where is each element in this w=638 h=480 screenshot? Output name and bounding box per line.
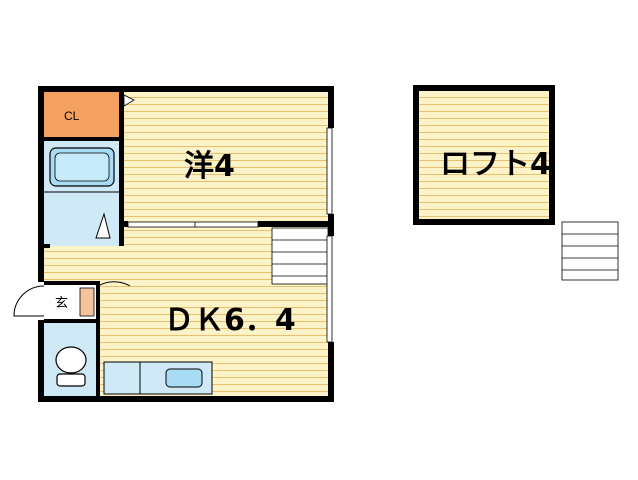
window-dining-kitchen: [326, 235, 333, 343]
loft-unit: ロフト4: [413, 85, 619, 281]
kitchen-sink-icon: [165, 368, 203, 388]
window-western-room: [326, 127, 333, 215]
loft-ladder: [271, 227, 329, 285]
entrance-door-swing: [13, 285, 45, 317]
western-room-label: 洋4: [184, 149, 235, 184]
western-room-floor: [120, 92, 330, 222]
sliding-door: [127, 221, 259, 228]
closet-label: CL: [64, 109, 80, 123]
entrance-label: 玄: [55, 296, 68, 311]
toilet-tank-icon: [56, 373, 86, 387]
interior-door-swing: [97, 281, 131, 287]
main-unit: CL 玄: [13, 86, 334, 402]
sink-icon: [95, 212, 111, 239]
dining-kitchen-label: ＤＫ6．4: [164, 303, 296, 338]
closet-area: [44, 92, 119, 138]
loft-walls: [413, 85, 555, 225]
loft-label: ロフト4: [440, 147, 551, 182]
walls: [38, 86, 334, 402]
loft-floor: [419, 91, 549, 219]
loft-ladder-top: [561, 221, 619, 281]
toilet-bowl-icon: [55, 346, 87, 374]
bathtub-inner-icon: [54, 152, 110, 182]
